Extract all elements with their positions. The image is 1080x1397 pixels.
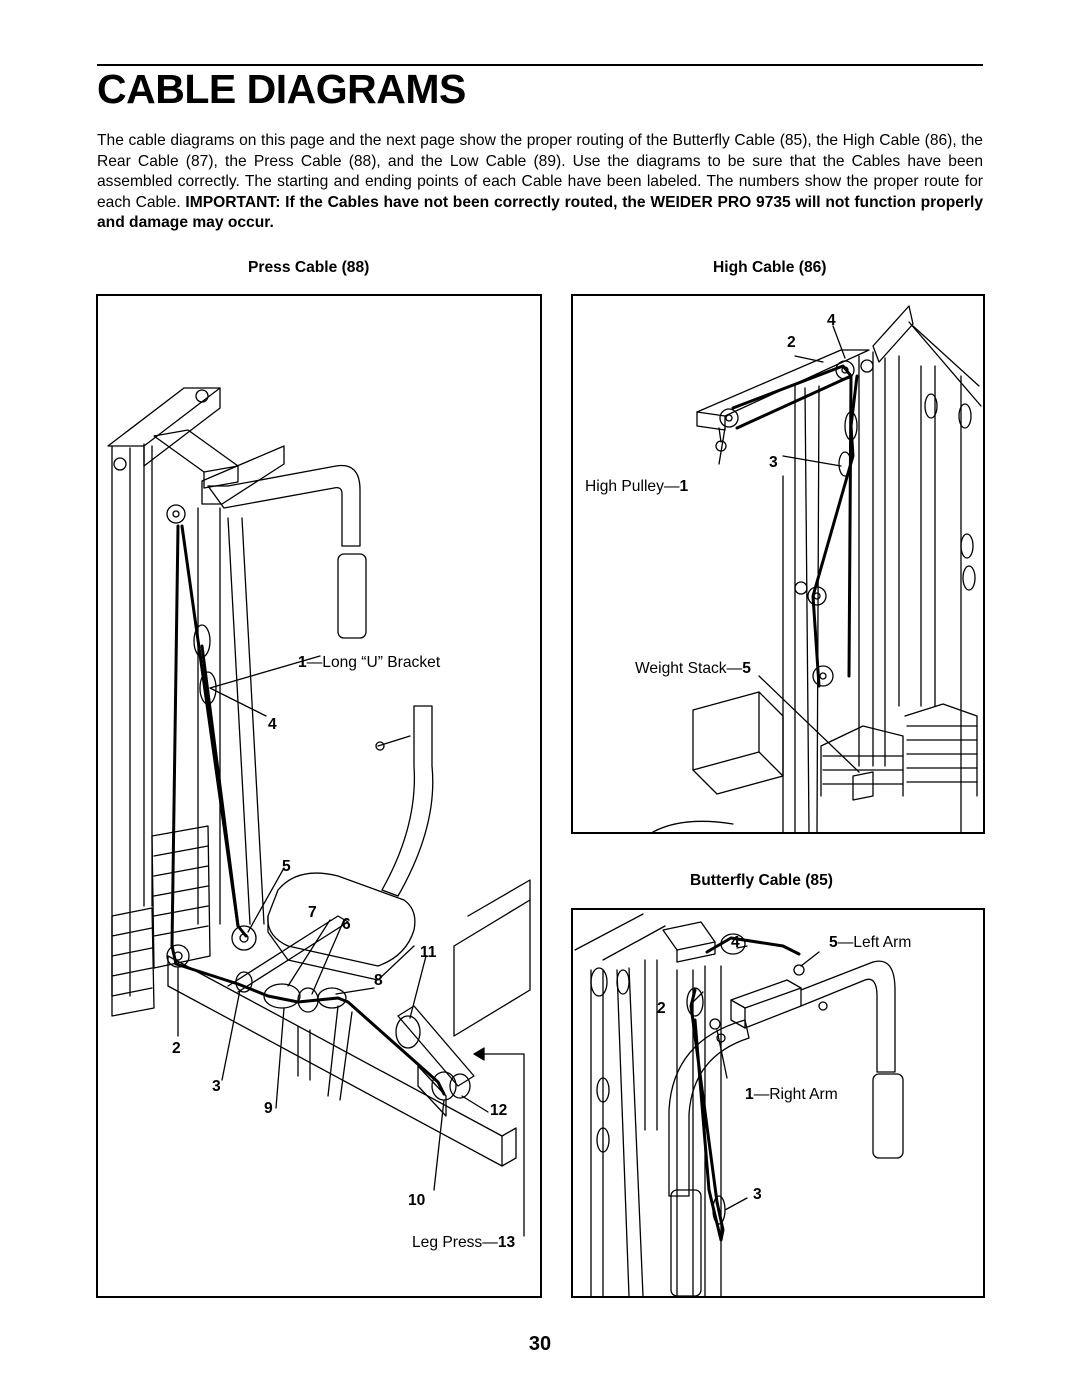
intro-important: IMPORTANT: If the Cables have not been c… bbox=[97, 193, 984, 232]
press-label-10: 10 bbox=[408, 1192, 426, 1209]
page-title: CABLE DIAGRAMS bbox=[97, 66, 466, 112]
high-cable-illustration bbox=[652, 305, 982, 832]
press-label-5: 5 bbox=[282, 858, 291, 875]
press-cable-title: Press Cable (88) bbox=[248, 259, 370, 276]
press-label-11: 11 bbox=[420, 944, 437, 961]
butterfly-label-5: 5—Left Arm bbox=[829, 934, 912, 951]
press-label-4: 4 bbox=[268, 716, 277, 733]
press-label-2: 2 bbox=[172, 1040, 181, 1057]
high-label-4: 4 bbox=[827, 312, 836, 329]
butterfly-label-3: 3 bbox=[753, 1186, 762, 1203]
press-label-3: 3 bbox=[212, 1078, 221, 1095]
high-label-1: High Pulley—1 bbox=[585, 478, 689, 495]
press-label-6: 6 bbox=[342, 916, 351, 933]
butterfly-cable-diagram: 4 5—Left Arm 2 1—Right Arm 3 bbox=[571, 908, 985, 1298]
press-label-7: 7 bbox=[308, 904, 317, 921]
page-number: 30 bbox=[528, 1333, 552, 1355]
high-cable-diagram: 4 2 3 High Pulley—1 Weight Stack—5 bbox=[571, 294, 985, 834]
high-label-5: Weight Stack—5 bbox=[635, 660, 751, 677]
press-label-13: Leg Press—13 bbox=[412, 1234, 516, 1251]
press-label-1: 1—Long “U” Bracket bbox=[298, 654, 441, 671]
title-rule bbox=[97, 64, 983, 66]
high-cable-title: High Cable (86) bbox=[713, 259, 827, 276]
butterfly-label-2: 2 bbox=[657, 1000, 666, 1017]
press-label-8: 8 bbox=[374, 972, 383, 989]
press-cable-illustration bbox=[107, 387, 531, 1237]
press-label-12: 12 bbox=[490, 1102, 508, 1119]
butterfly-cable-illustration bbox=[574, 913, 904, 1296]
intro-text: The cable diagrams on this page and the … bbox=[97, 132, 983, 211]
press-label-9: 9 bbox=[264, 1100, 273, 1117]
butterfly-label-1: 1—Right Arm bbox=[745, 1086, 838, 1103]
intro-paragraph: The cable diagrams on this page and the … bbox=[97, 131, 983, 234]
butterfly-cable-title: Butterfly Cable (85) bbox=[690, 872, 833, 889]
high-label-2: 2 bbox=[787, 334, 796, 351]
butterfly-label-4: 4 bbox=[731, 934, 740, 951]
high-label-3: 3 bbox=[769, 454, 778, 471]
press-cable-diagram: 1—Long “U” Bracket 4 5 7 6 11 8 2 3 9 12… bbox=[96, 294, 542, 1298]
